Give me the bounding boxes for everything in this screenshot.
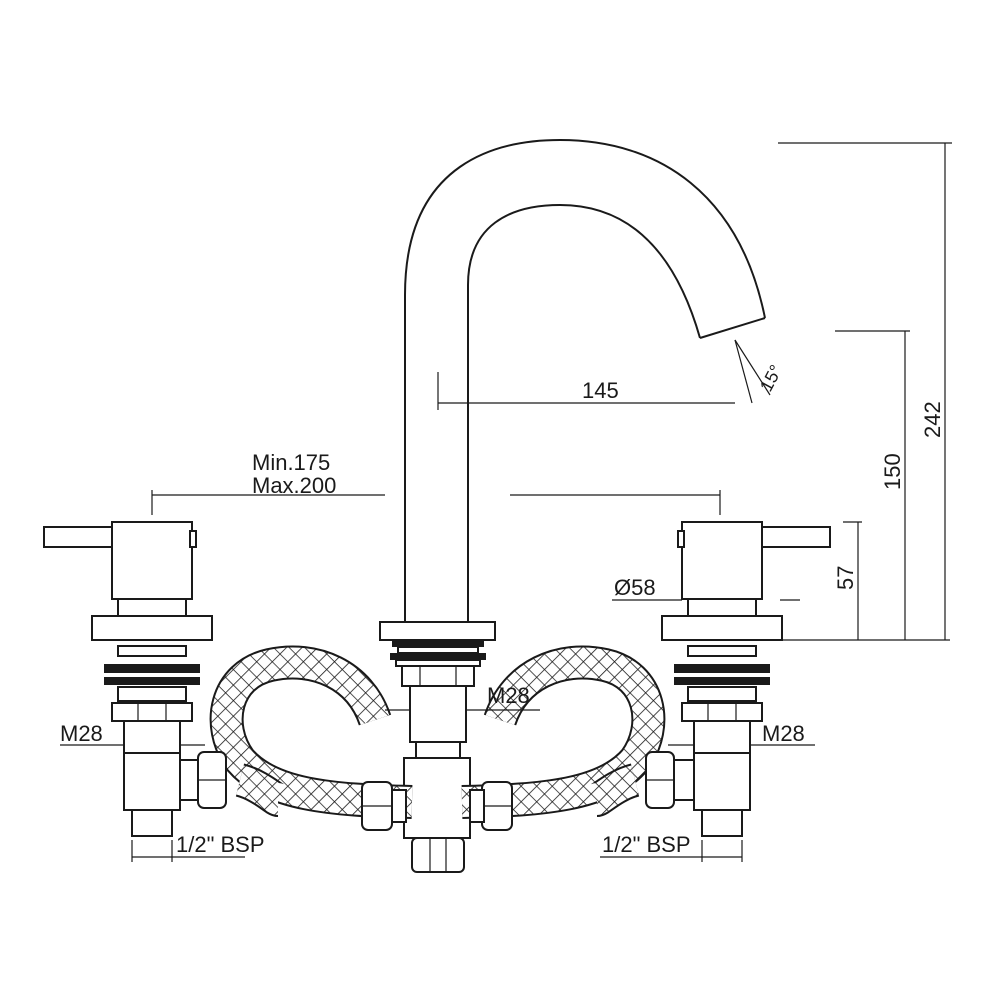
left-handle-cap [189, 530, 197, 548]
left-locknut [117, 686, 187, 702]
spout-outlet-face [699, 317, 766, 339]
spout-tee-body [403, 757, 471, 839]
spout-base-plate [379, 621, 496, 641]
right-valve-neck [687, 598, 757, 617]
left-washer-black-2 [104, 677, 200, 685]
left-valve [43, 521, 227, 837]
handle-height-label: 57 [833, 566, 858, 590]
left-inlet-tail [131, 809, 173, 837]
right-lever-handle [759, 526, 831, 548]
spread-min-label: Min.175 [252, 450, 330, 475]
spout-height-label: 150 [880, 453, 905, 490]
braided-hose-right [461, 645, 666, 819]
right-inlet-body [693, 752, 751, 811]
braided-hose-left [209, 645, 413, 819]
right-washer-black-2 [674, 677, 770, 685]
left-inlet-body [123, 752, 181, 811]
spout-thread-label: M28 [487, 683, 530, 708]
spout-shank-neck [415, 741, 461, 759]
left-valve-body [111, 521, 193, 600]
spread-max-label: Max.200 [252, 473, 336, 498]
right-locknut [687, 686, 757, 702]
right-inlet-tail [701, 809, 743, 837]
right-threaded-shank [693, 720, 751, 754]
left-mounting-nut [111, 702, 193, 722]
spout-reach-label: 145 [582, 378, 619, 403]
left-locknut-top [117, 645, 187, 657]
right-deck-plate [661, 615, 783, 641]
left-inlet-label: 1/2" BSP [176, 832, 265, 857]
spout [404, 138, 766, 622]
spout-nut [401, 665, 475, 687]
spout-washer-2 [397, 646, 479, 654]
dimension-lines [60, 142, 952, 862]
right-outlet-stub [671, 759, 695, 801]
right-handle-cap [677, 530, 685, 548]
fitting-nut-bottom [411, 837, 465, 873]
spout-washer-1 [392, 640, 484, 647]
left-lever-handle [43, 526, 115, 548]
right-valve [645, 521, 831, 837]
spout-threaded-shank [409, 685, 467, 743]
spout-base [379, 621, 496, 839]
fitting-stem-right [469, 789, 485, 823]
left-valve-neck [117, 598, 187, 617]
left-deck-plate [91, 615, 213, 641]
hose-fittings-center [361, 781, 513, 873]
left-washer-black-1 [104, 664, 200, 673]
left-threaded-shank [123, 720, 181, 754]
right-mounting-nut [681, 702, 763, 722]
right-inlet-label: 1/2" BSP [602, 832, 691, 857]
right-thread-label: M28 [762, 721, 805, 746]
total-height-label: 242 [920, 401, 945, 438]
spout-outer-edge [404, 138, 766, 622]
dimension-labels: Min.175 Max.200 145 15° 242 150 57 Ø58 M… [60, 361, 945, 857]
right-valve-body [681, 521, 763, 600]
left-thread-label: M28 [60, 721, 103, 746]
right-locknut-top [687, 645, 757, 657]
spout-angle-label: 15° [756, 361, 786, 394]
spout-inner-edge [467, 203, 701, 622]
right-washer-black-1 [674, 664, 770, 673]
fitting-stem-left [391, 789, 407, 823]
spout-washer-3 [390, 653, 486, 660]
body-diameter-label: Ø58 [614, 575, 656, 600]
